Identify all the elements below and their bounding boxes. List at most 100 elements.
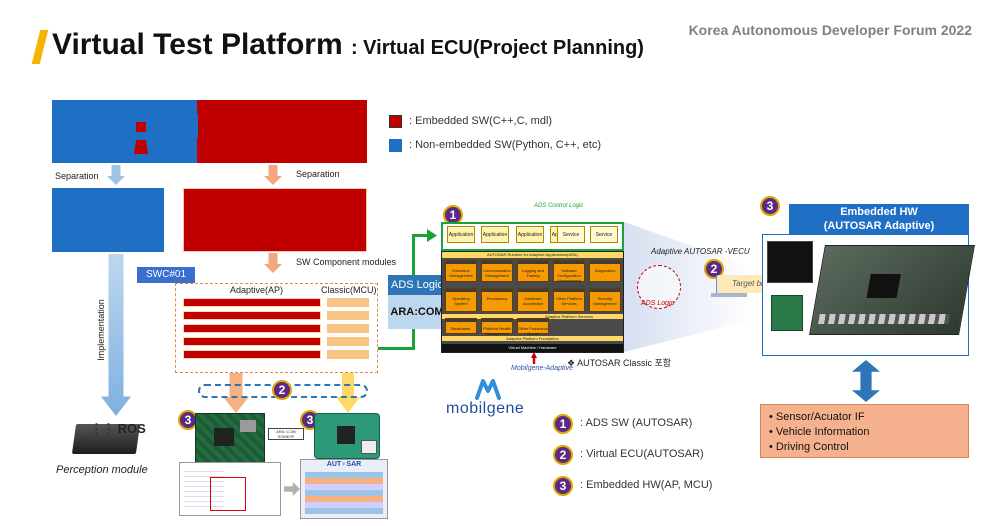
ros-text: ROS [117,421,146,436]
green-connector-vertical [412,236,415,276]
ap-module-bar [183,311,321,320]
mcu-board-chip [337,426,355,444]
autosar-classic-note: ❖ AUTOSAR Classic 포함 [567,356,671,369]
autosar-logo: AUT♀SAR [326,461,362,468]
legend-badge-2: 2 [553,445,573,465]
ads-logic-box: ADS Logic [388,275,446,295]
mcu-board-connector [361,440,377,454]
adaptive-ap-label: Adaptive(AP) [230,285,284,295]
mcu-module-bar [327,298,369,307]
legend-badge-1: 1 [553,414,573,434]
legend-embedded-swatch [389,115,402,128]
puzzle-tab-lower-left [134,140,148,154]
code-screenshot-highlight [210,477,246,511]
implementation-label: Implementation [95,299,106,361]
badge-2-vecu-link: 2 [272,380,292,400]
swc01-label: SWC#01 [137,267,195,283]
embedded-hw-title-line1: Embedded HW [840,206,918,218]
code-screenshot [179,462,281,516]
screenshot-arrow [284,482,300,496]
application-box: Application [481,226,509,243]
hw-features-box: • Sensor/Acuator IF • Vehicle Informatio… [760,404,969,458]
hw-board-small [767,241,813,283]
laptop-base [711,293,747,297]
mobilgene-adaptive-label: Mobilgene-Adaptive [511,365,573,372]
module-hardware-accelerator: Hardware Accelerator [517,288,549,312]
title-accent-bar [31,30,49,64]
application-box: Application [516,226,544,243]
separation-label-right: Separation [296,169,340,179]
module-operating-system: Operating System [445,288,477,312]
ads-control-logic-label: ADS Control Logic [534,203,584,209]
service-box: Service [590,226,618,243]
sw-component-box [175,283,378,373]
module-logging-tracing: Logging and Tracing [517,260,549,282]
ara-runtime-bar: AUTOSAR Runtime for Adaptive Application… [442,252,623,258]
hw-feature-item: • Vehicle Information [769,426,870,438]
combined-sw-block [52,100,367,163]
puzzle-notch-right [174,114,198,138]
mcu-board-image [314,413,380,459]
ap-board-chip [214,428,234,446]
non-embedded-block [52,188,164,252]
page-title-main: Virtual Test Platform [52,28,343,61]
hw-feature-item: • Sensor/Acuator IF [769,411,865,423]
module-other-platform-services: Other Platform Services [553,288,585,312]
mcu-module-bar [327,337,369,346]
green-arrowhead [427,229,437,242]
hw-board-green [771,295,803,331]
ap-board-image [195,413,265,465]
badge-2-vecu: 2 [704,259,724,279]
ros-logo: ⋮⋮ ROS [90,421,146,437]
module-platform-health: Platform Health Management [481,318,513,336]
service-box: Service [557,226,585,243]
mcu-module-bar [327,324,369,333]
embedded-block [183,188,367,252]
perception-module-label: Perception module [56,464,148,476]
green-connector-bottom-h [378,347,414,350]
application-box: Application [447,226,475,243]
legend-non-embedded-label: : Non-embedded SW(Python, C++, etc) [409,139,601,151]
module-security-management: Security Management [589,288,621,312]
separation-arrow-left [107,165,125,185]
page-subtitle: : Virtual ECU(Project Planning) [350,37,644,59]
module-diagnostics: Diagnostics [589,260,621,282]
diamond-bullet-icon: ❖ [567,358,576,368]
separation-arrow-right [264,165,282,185]
code-screenshot-panel [184,467,224,511]
module-sw-configuration: Software Configuration Management [553,260,585,283]
mobilgene-adaptive-arrow [531,352,537,364]
classic-mcu-label: Classic(MCU) [321,285,377,295]
mcu-module-bar [327,350,369,359]
ap-board-heatsink [240,420,256,432]
ara-com-someip-label: ARA::COM SOME/IP [268,428,304,440]
embedded-hw-title: Embedded HW (AUTOSAR Adaptive) [789,204,969,234]
target-binary-label: Target binary [732,279,779,288]
puzzle-tab-upper-left [136,122,146,132]
green-connector-bottom-v [412,329,415,350]
separation-label-left: Separation [55,171,99,181]
sw-component-arrow [264,253,282,273]
module-other-functional-cluster: Other Functional Cluster [517,318,549,336]
ara-com-box: ARA:COM [388,295,446,329]
hw-main-chip [866,274,901,298]
legend-item-virtual-ecu: : Virtual ECU(AUTOSAR) [580,448,704,460]
module-persistency: Persistency [481,288,513,312]
ros-dots-icon: ⋮⋮ [90,421,115,436]
bidirectional-arrow [852,360,880,402]
virtual-machine-bar: Virtual Machine / Hardware [442,344,623,352]
autosar-classic-note-text: AUTOSAR Classic 포함 [577,358,672,368]
autosar-stack-screenshot: AUT♀SAR [300,459,388,519]
legend-item-embedded-hw: : Embedded HW(AP, MCU) [580,479,713,491]
ads-logic-italic-label: ADS Logic [641,300,675,307]
embedded-half [197,100,367,163]
legend-item-ads-sw: : ADS SW (AUTOSAR) [580,417,693,429]
hw-main-connectors [818,314,950,324]
adaptive-platform-foundation-bar: Adaptive Platform Foundation [442,336,623,341]
mcu-module-bar [327,311,369,320]
ap-module-bar [183,324,321,333]
ads-logic-dashed-circle [637,265,681,309]
ap-module-bar [183,350,321,359]
green-connector-top [412,234,428,237]
mobilgene-m-icon [475,379,501,400]
